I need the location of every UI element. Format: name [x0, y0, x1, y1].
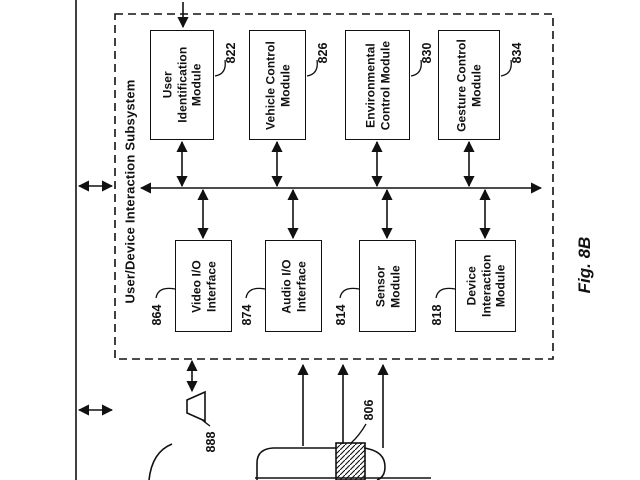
module-label: Gesture Control Module [454, 38, 484, 132]
device-sketch [148, 442, 431, 480]
ref-text: 806 [362, 399, 376, 421]
figure-label: Fig. 8B [572, 225, 598, 305]
leader-lines [155, 59, 512, 444]
ref-text: 888 [204, 431, 218, 453]
ref-text: 818 [430, 304, 444, 326]
module-box-gesture-control: Gesture Control Module [438, 30, 500, 140]
ref-text: 826 [316, 42, 330, 64]
module-label: Device Interaction Module [463, 254, 507, 318]
module-label: Video I/O Interface [189, 259, 218, 313]
ref-label-864: 864 [148, 300, 166, 330]
ref-label-826: 826 [314, 38, 332, 68]
module-label: Vehicle Control Module [263, 40, 292, 130]
module-label: User Identification Module [160, 46, 204, 124]
ref-text: 814 [334, 304, 348, 326]
module-box-device-interaction: Device Interaction Module [455, 240, 516, 332]
ref-label-806: 806 [360, 396, 378, 424]
module-label: Audio I/O Interface [279, 258, 308, 314]
module-box-vehicle-control: Vehicle Control Module [249, 30, 306, 140]
ref-text: 822 [224, 42, 238, 64]
ref-label-818: 818 [428, 300, 446, 330]
ref-label-814: 814 [332, 300, 350, 330]
module-box-video-io: Video I/O Interface [175, 240, 232, 332]
module-box-audio-io: Audio I/O Interface [265, 240, 322, 332]
subsystem-title-text: User/Device Interaction Subsystem [122, 78, 138, 304]
ref-label-830: 830 [418, 38, 436, 68]
figure-label-text: Fig. 8B [575, 236, 594, 294]
ref-label-888: 888 [202, 428, 220, 456]
module-label: Sensor Module [373, 264, 402, 308]
subsystem-boundary [114, 13, 554, 360]
module-box-user-identification: User Identification Module [150, 30, 214, 140]
module-label: Environmental Control Module [363, 40, 392, 130]
module-box-environmental-control: Environmental Control Module [345, 30, 410, 140]
ref-text: 830 [420, 42, 434, 64]
ref-label-822: 822 [222, 38, 240, 68]
module-box-sensor: Sensor Module [359, 240, 416, 332]
speaker-icon [186, 390, 206, 423]
subsystem-title: User/Device Interaction Subsystem [120, 62, 140, 320]
hatched-device [335, 442, 366, 480]
ref-text: 864 [150, 304, 164, 326]
ref-text: 874 [240, 304, 254, 326]
ref-label-874: 874 [238, 300, 256, 330]
ref-text: 834 [510, 42, 524, 64]
ref-label-834: 834 [508, 38, 526, 68]
